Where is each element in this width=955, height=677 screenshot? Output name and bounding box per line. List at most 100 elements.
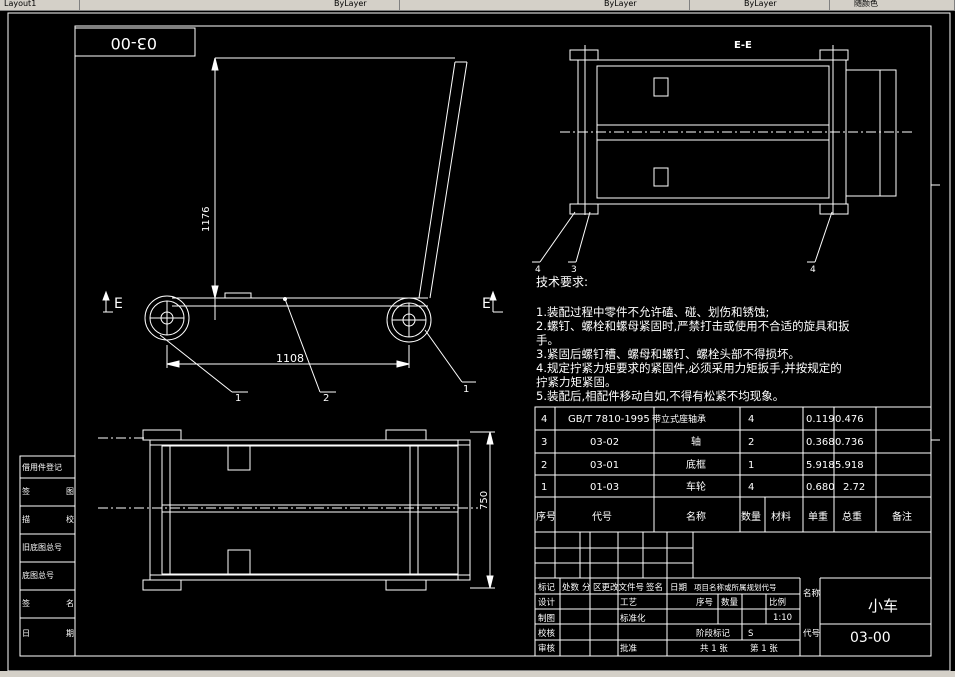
bom-header: 数量 [741, 510, 761, 523]
tb-label: 名称 [803, 588, 821, 599]
tech-line: 拧紧力矩紧固。 [536, 375, 617, 389]
balloon-4-left: 4 [535, 265, 541, 275]
tech-line: 4.规定拧紧力矩要求的紧固件,必须采用力矩扳手,并按规定的 [536, 361, 842, 375]
bom-cell: 5.918 [806, 460, 835, 471]
bom-header: 材料 [771, 510, 791, 523]
strip-side: 名 [66, 598, 74, 608]
height-dimension: 1176 [201, 207, 212, 232]
tb-label: 签名 [646, 582, 663, 593]
strip-label: 日 [22, 629, 30, 638]
tb-label: 分 [582, 583, 591, 593]
tb-label: 校核 [538, 628, 556, 639]
width-dimension: 750 [479, 491, 490, 510]
section-mark-left: E [114, 296, 123, 312]
balloon-3: 3 [571, 265, 577, 275]
tech-line: 3.紧固后螺钉槽、螺母和螺钉、螺栓头部不得损坏。 [536, 347, 800, 361]
drawing-number-box [74, 27, 196, 57]
bom-header: 总重 [842, 510, 862, 523]
strip-side: 校 [66, 514, 74, 524]
tb-label: 序号 [696, 597, 713, 608]
layout-tab-bar: Layout1 ByLayer ByLayer ByLayer 随颜色 [0, 0, 955, 11]
strip-label: 旧底图总号 [22, 542, 62, 552]
linetype-dropdown[interactable]: ByLayer [600, 0, 690, 10]
bom-cell: 2 [541, 460, 547, 471]
left-strip-grid [19, 455, 76, 657]
strip-label: 签 [22, 598, 30, 608]
tech-line: 1.装配过程中零件不允许磕、碰、划伤和锈蚀; [536, 305, 769, 319]
bom-cell: 0.736 [835, 437, 864, 448]
bom-cell: GB/T 7810-1995 [568, 414, 650, 425]
tb-label: 设计 [538, 597, 556, 608]
tb-label: 日期 [670, 583, 687, 593]
section-title: E-E [734, 40, 752, 51]
bom-cell: 4 [541, 414, 547, 425]
bom-cell: 3 [541, 437, 547, 448]
title-block: 标记 处数 分 区更改文件号 签名 日期 项目名称或所属规划代号 设计 制图 校… [538, 582, 821, 654]
tech-requirements-title: 技术要求: [536, 275, 588, 289]
tb-label: 批准 [620, 643, 638, 654]
bom-cell: 4 [748, 482, 754, 493]
tb-label: 数量 [721, 597, 739, 608]
balloon-2: 2 [323, 393, 329, 404]
bom-cell: 01-03 [590, 482, 619, 493]
tb-label: 比例 [769, 597, 786, 608]
bom-cell: 5.918 [835, 460, 864, 471]
color-dropdown[interactable]: 随颜色 [850, 0, 955, 10]
bom-header: 名称 [686, 510, 706, 523]
bom-cell: 0.119 [806, 414, 835, 425]
tb-label: 处数 [562, 582, 580, 593]
tb-stage-mark: S [748, 629, 753, 639]
tb-scale: 1:10 [773, 613, 792, 623]
section-view [532, 45, 912, 263]
length-dimension: 1108 [276, 352, 304, 365]
layout-tab[interactable]: Layout1 [0, 0, 80, 10]
left-strip: 借用件登记 签 描 旧底图总号 底图总号 签 日 图 校 名 期 [22, 462, 74, 638]
bom-cell: 车轮 [686, 480, 706, 493]
strip-label: 借用件登记 [22, 462, 62, 472]
tb-label: 审核 [538, 643, 556, 654]
title-block-grid [534, 531, 932, 657]
tb-label: 标记 [538, 582, 556, 593]
bom-cell: 0.368 [806, 437, 835, 448]
bom-header: 序号 [536, 510, 556, 523]
bom-cell: 4 [748, 414, 754, 425]
bom-header: 备注 [892, 510, 912, 523]
bom-cell: 1 [748, 460, 754, 471]
status-bar [0, 671, 955, 677]
tech-line: 2.螺钉、螺栓和螺母紧固时,严禁打击或使用不合适的旋具和扳 [536, 319, 850, 333]
strip-side: 图 [66, 487, 74, 496]
balloon-4-right: 4 [810, 265, 816, 275]
strip-label: 签 [22, 486, 30, 496]
bom-cell: 0.680 [806, 482, 835, 493]
frame-border [74, 25, 932, 657]
strip-label: 描 [22, 514, 30, 524]
balloon-1-right: 1 [463, 384, 469, 395]
right-wheel [386, 297, 432, 343]
bom-cell: 轴 [691, 435, 701, 448]
strip-side: 期 [66, 629, 74, 638]
drawing-number-rotated: 03-00 [111, 34, 158, 53]
bom-cell: 03-01 [590, 460, 619, 471]
tb-label: 项目名称或所属规划代号 [694, 582, 777, 592]
drawing-border [7, 12, 951, 671]
section-mark-right: E [482, 296, 491, 312]
cad-model-space[interactable]: 03-00 [0, 10, 955, 671]
tb-label: 区更改文件号 [593, 582, 644, 593]
bom-header: 单重 [808, 510, 828, 523]
tb-sheets-total: 共 1 张 [700, 644, 728, 654]
balloon-1-left: 1 [235, 393, 241, 404]
layer-dropdown[interactable]: ByLayer [330, 0, 400, 10]
tb-sheet-no: 第 1 张 [750, 643, 778, 654]
lineweight-dropdown[interactable]: ByLayer [740, 0, 830, 10]
drawing-code: 03-00 [850, 630, 891, 646]
tb-label: 阶段标记 [696, 628, 731, 639]
bom-cell: 2 [748, 437, 754, 448]
bom-cell: 2.72 [843, 482, 865, 493]
tech-line: 5.装配后,相配件移动自如,不得有松紧不均现象。 [536, 389, 784, 403]
tb-label: 标准化 [620, 613, 646, 624]
top-view [98, 429, 495, 591]
tb-label: 工艺 [620, 598, 637, 608]
bom-header: 代号 [592, 511, 612, 523]
front-view [102, 57, 503, 393]
tech-requirements: 技术要求: 1.装配过程中零件不允许磕、碰、划伤和锈蚀; 2.螺钉、螺栓和螺母紧… [536, 275, 850, 403]
